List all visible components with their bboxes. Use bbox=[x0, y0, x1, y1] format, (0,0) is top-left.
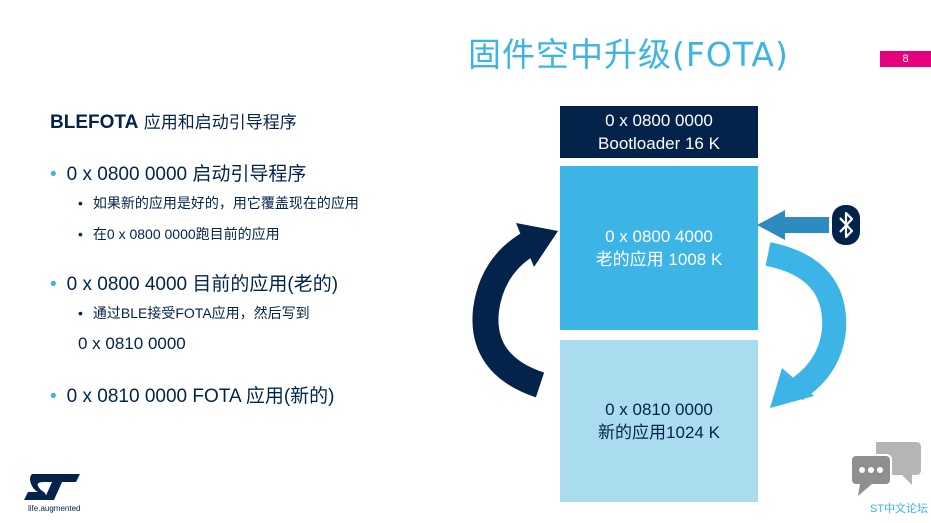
ble-incoming-arrow bbox=[757, 210, 829, 240]
memory-label: 老的应用 1008 K bbox=[595, 250, 723, 269]
bullet-text: 0 x 0800 0000 启动引导程序 bbox=[66, 164, 307, 185]
sub-bullet-text: 如果新的应用是好的，用它覆盖现在的应用 bbox=[92, 195, 359, 211]
sub-bullet-text: 通过BLE接受FOTA应用，然后写到 bbox=[92, 305, 310, 321]
slide-title: 固件空中升级(FOTA) bbox=[468, 35, 789, 74]
sub-bullet: •如果新的应用是好的，用它覆盖现在的应用 bbox=[78, 195, 359, 211]
section-heading: BLEFOTA 应用和启动引导程序 bbox=[50, 108, 297, 134]
memory-address: 0 x 0810 0000 bbox=[605, 400, 713, 419]
forum-caption: ST中文论坛 bbox=[870, 503, 929, 515]
memory-address: 0 x 0800 0000 bbox=[605, 111, 713, 130]
bullet-bootloader: •0 x 0800 0000 启动引导程序 bbox=[50, 164, 307, 185]
sub-bullet: •通过BLE接受FOTA应用，然后写到 bbox=[78, 305, 310, 321]
heading-rest: 应用和启动引导程序 bbox=[138, 113, 297, 133]
write-to-new-arrow bbox=[765, 242, 847, 408]
st-logo bbox=[24, 474, 80, 500]
memory-block-new-app: 0 x 0810 0000 新的应用1024 K bbox=[560, 340, 758, 502]
memory-block-old-app: 0 x 0800 4000 老的应用 1008 K bbox=[560, 166, 758, 330]
memory-label: 新的应用1024 K bbox=[598, 423, 720, 442]
bullet-text: 0 x 0800 4000 目前的应用(老的) bbox=[66, 274, 339, 295]
sub-bullet-text: 在0 x 0800 0000跑目前的应用 bbox=[92, 226, 280, 242]
bluetooth-icon bbox=[832, 205, 860, 245]
bullet-old-app: •0 x 0800 4000 目前的应用(老的) bbox=[50, 274, 339, 295]
sub-bullet-continuation: 0 x 0810 0000 bbox=[78, 334, 186, 353]
memory-block-bootloader: 0 x 0800 0000 Bootloader 16 K bbox=[560, 106, 758, 158]
logo-tagline: life.augmented bbox=[28, 504, 81, 513]
sub-bullet: •在0 x 0800 0000跑目前的应用 bbox=[78, 226, 280, 242]
memory-label: Bootloader 16 K bbox=[598, 134, 720, 153]
copy-to-old-arrow bbox=[472, 223, 558, 398]
bullet-text: 0 x 0810 0000 FOTA 应用(新的) bbox=[66, 386, 335, 407]
chat-bubbles-icon bbox=[852, 442, 921, 496]
heading-lead: BLEFOTA bbox=[50, 112, 139, 133]
memory-address: 0 x 0800 4000 bbox=[605, 227, 713, 246]
bullet-new-app: •0 x 0810 0000 FOTA 应用(新的) bbox=[50, 386, 335, 407]
page-number: 8 bbox=[880, 51, 931, 67]
